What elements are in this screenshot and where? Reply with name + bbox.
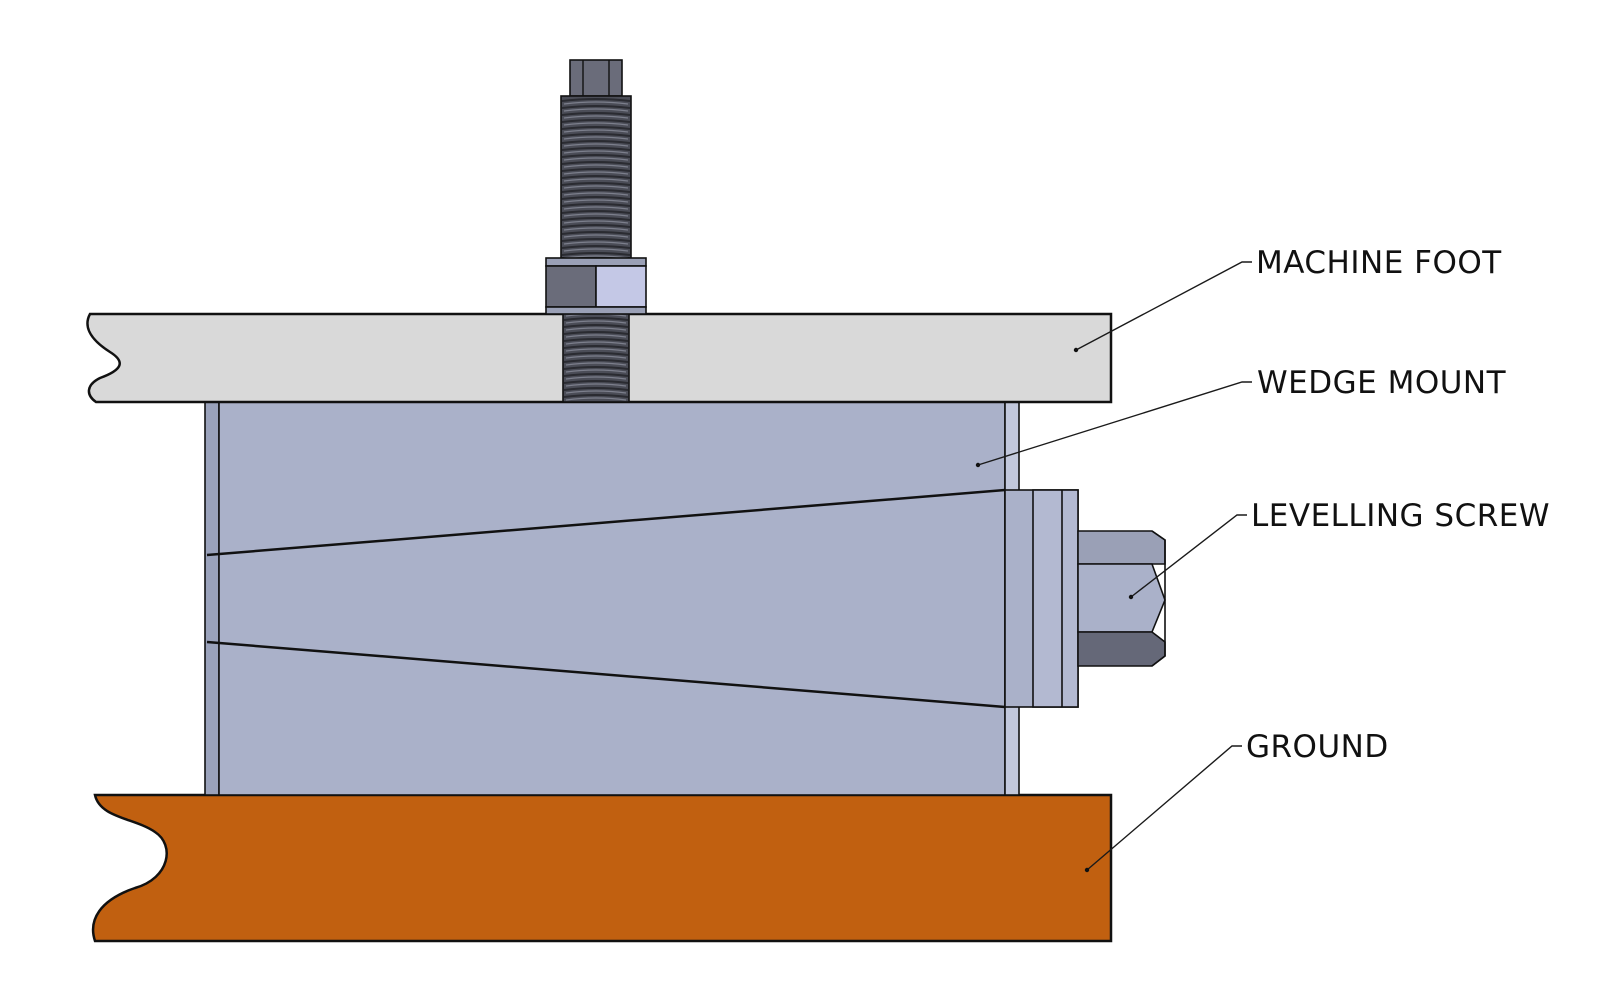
bolt-thread-highlight <box>563 122 629 126</box>
bolt-thread <box>561 196 631 200</box>
bolt-thread <box>561 238 631 242</box>
wedge-mount-leader <box>977 381 1252 466</box>
bolt-thread <box>563 373 629 377</box>
bolt-thread <box>561 217 631 221</box>
wedge-left-edge <box>204 401 220 796</box>
bolt-thread-highlight <box>563 101 629 105</box>
wedge-upper-line <box>206 488 1006 557</box>
bolt-thread-highlight <box>565 383 627 387</box>
bolt-thread <box>561 175 631 179</box>
bolt-thread <box>563 387 629 391</box>
screw-flange-inner <box>1032 489 1079 708</box>
bolt-thread-highlight <box>563 115 629 119</box>
bolt-thread-highlight <box>565 341 627 345</box>
bolt-thread <box>561 252 631 256</box>
levelling-screw-leader <box>1130 514 1247 598</box>
bolt-thread <box>563 331 629 335</box>
bolt-thread-highlight <box>563 129 629 133</box>
bolt-thread-highlight <box>565 355 627 359</box>
bolt-thread-highlight <box>563 192 629 196</box>
bolt-thread-highlight <box>563 185 629 189</box>
bolt-thread-highlight <box>563 150 629 154</box>
bolt-thread <box>561 126 631 130</box>
bolt-nut-left-face <box>545 265 597 308</box>
leader-lines <box>975 261 1252 873</box>
bolt-thread <box>561 245 631 249</box>
bolt-thread-highlight <box>563 227 629 231</box>
bolt-nut-bottom-rim <box>545 306 647 315</box>
bolt-thread <box>563 394 629 398</box>
wedge-mount <box>204 401 1020 796</box>
bolt-thread <box>563 380 629 384</box>
bolt-thread <box>561 224 631 228</box>
bolt-thread <box>561 98 631 102</box>
bolt-thread-highlight <box>565 369 627 373</box>
bolt-thread <box>561 112 631 116</box>
screw-head-mid <box>1077 563 1166 633</box>
wedge-body <box>218 401 1006 796</box>
bolt-nut-top-rim <box>545 257 647 267</box>
bolt-thread <box>563 338 629 342</box>
bolt-thread <box>561 210 631 214</box>
ground-block <box>91 793 1113 943</box>
bolt-thread-highlight <box>563 136 629 140</box>
bolt-thread <box>563 366 629 370</box>
bolt-thread <box>563 345 629 349</box>
bolt-thread-highlight <box>563 220 629 224</box>
bolt-thread-highlight <box>563 206 629 210</box>
bolt-thread <box>561 161 631 165</box>
bolt-thread <box>563 352 629 356</box>
machine-foot-label: MACHINE FOOT <box>1256 245 1502 281</box>
bolt-thread-highlight <box>565 334 627 338</box>
bolt-thread-highlight <box>565 390 627 394</box>
bolt-thread <box>561 133 631 137</box>
bolt-thread <box>561 140 631 144</box>
bolt-thread <box>561 182 631 186</box>
bolt-thread-highlight <box>565 362 627 366</box>
bolt-thread-highlight <box>565 348 627 352</box>
machine-foot-leader <box>1075 261 1252 351</box>
bolt-top-cap <box>569 59 623 97</box>
screw-head-bottom <box>1077 631 1166 667</box>
bolt-thread-highlight <box>563 178 629 182</box>
bolt-thread <box>561 119 631 123</box>
wedge-lower-line <box>206 640 1006 709</box>
bolt-thread <box>561 154 631 158</box>
bolt-thread <box>561 189 631 193</box>
bolt-thread-highlight <box>563 143 629 147</box>
bolt-thread-highlight <box>563 213 629 217</box>
wedge-mount-label: WEDGE MOUNT <box>1257 365 1507 401</box>
screw-head-top <box>1077 530 1166 565</box>
bolt-thread <box>561 168 631 172</box>
bolt-thread-highlight <box>563 108 629 112</box>
bolt-thread-highlight <box>565 320 627 324</box>
levelling-screw <box>1004 489 1166 708</box>
bolt-thread-highlight <box>563 241 629 245</box>
bolt-thread <box>561 105 631 109</box>
bolt-thread-highlight <box>563 248 629 252</box>
bolt-thread-highlight <box>563 157 629 161</box>
ground-label: GROUND <box>1246 729 1389 765</box>
bolt-thread <box>561 203 631 207</box>
levelling-screw-label: LEVELLING SCREW <box>1251 498 1550 534</box>
bolt-thread <box>561 147 631 151</box>
bolt-thread <box>563 317 629 321</box>
bolt-thread <box>561 231 631 235</box>
ground-leader <box>1086 745 1242 871</box>
bolt-thread-highlight <box>565 327 627 331</box>
bolt-thread-highlight <box>563 171 629 175</box>
bolt-nut-right-face <box>595 265 647 308</box>
bolt-thread-highlight <box>563 199 629 203</box>
bolt-thread-highlight <box>563 234 629 238</box>
bolt-thread <box>563 359 629 363</box>
anchor-bolt <box>545 59 647 403</box>
bolt-thread-highlight <box>565 376 627 380</box>
bolt-thread-highlight <box>565 397 627 401</box>
bolt-thread <box>563 324 629 328</box>
bolt-thread-highlight <box>563 164 629 168</box>
